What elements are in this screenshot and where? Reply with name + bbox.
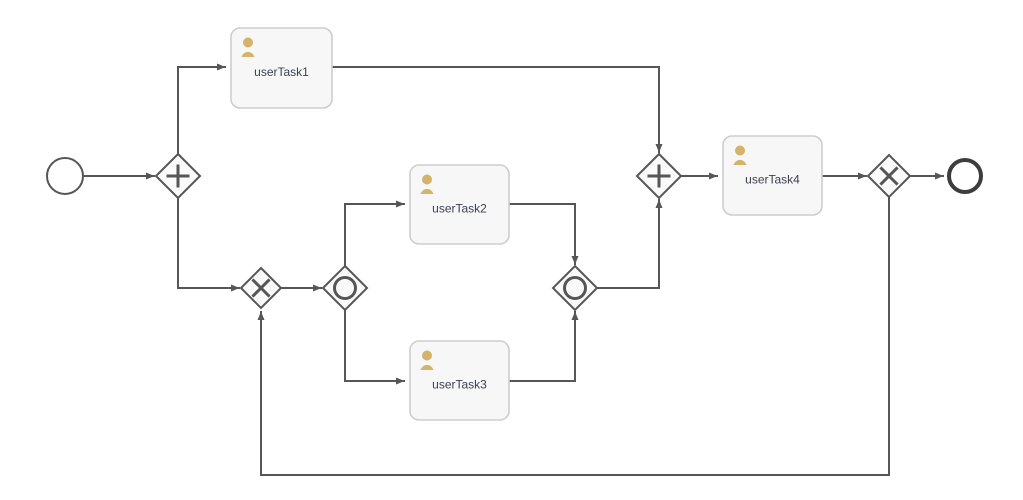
inclusive-gateway-circle-icon (563, 276, 587, 300)
node-startEvent[interactable] (46, 157, 84, 195)
node-layer: userTask1 userTask2 userTask3 userTask4 (46, 27, 983, 421)
user-task-box[interactable] (409, 164, 510, 245)
sequence-flow[interactable] (257, 196, 890, 476)
node-inclusiveGatewayJoin[interactable] (551, 264, 599, 312)
node-userTask3[interactable]: userTask3 (409, 340, 510, 421)
user-icon (420, 174, 434, 194)
sequence-flow[interactable] (177, 197, 240, 292)
gateway-diamond[interactable] (321, 264, 369, 312)
user-task-label: userTask4 (745, 173, 800, 187)
sequence-flow[interactable] (344, 200, 405, 267)
user-task-label: userTask3 (432, 378, 487, 392)
sequence-flow[interactable] (508, 203, 579, 265)
user-icon (420, 350, 434, 370)
sequence-flow[interactable] (344, 309, 405, 385)
node-endEvent[interactable] (947, 158, 983, 194)
user-icon (241, 37, 255, 57)
node-userTask2[interactable]: userTask2 (409, 164, 510, 245)
sequence-flow-layer (82, 63, 944, 476)
inclusive-gateway-circle-icon (333, 276, 357, 300)
node-exclusiveGatewayEnd[interactable] (866, 153, 912, 199)
user-task-box[interactable] (409, 340, 510, 421)
gateway-diamond[interactable] (551, 264, 599, 312)
user-task-box[interactable] (722, 135, 823, 216)
sequence-flow[interactable] (177, 63, 226, 155)
user-icon (733, 145, 747, 165)
user-task-label: userTask2 (432, 202, 487, 216)
node-exclusiveGatewayLoop[interactable] (239, 266, 283, 310)
parallel-gateway-plus-icon (166, 164, 190, 188)
node-parallelGatewaySplit[interactable] (154, 152, 202, 200)
user-task-box[interactable] (230, 27, 333, 109)
exclusive-gateway-x-icon (251, 278, 271, 298)
node-userTask1[interactable]: userTask1 (230, 27, 333, 109)
exclusive-gateway-x-icon (879, 166, 899, 186)
start-event-icon[interactable] (46, 157, 84, 195)
node-inclusiveGatewaySplit[interactable] (321, 264, 369, 312)
sequence-flow[interactable] (596, 199, 663, 289)
user-task-label: userTask1 (254, 65, 309, 79)
sequence-flow[interactable] (508, 311, 579, 382)
end-event-icon[interactable] (947, 158, 983, 194)
node-parallelGatewayJoin[interactable] (635, 152, 683, 200)
node-userTask4[interactable]: userTask4 (722, 135, 823, 216)
parallel-gateway-plus-icon (647, 164, 671, 188)
sequence-flow[interactable] (331, 66, 663, 153)
